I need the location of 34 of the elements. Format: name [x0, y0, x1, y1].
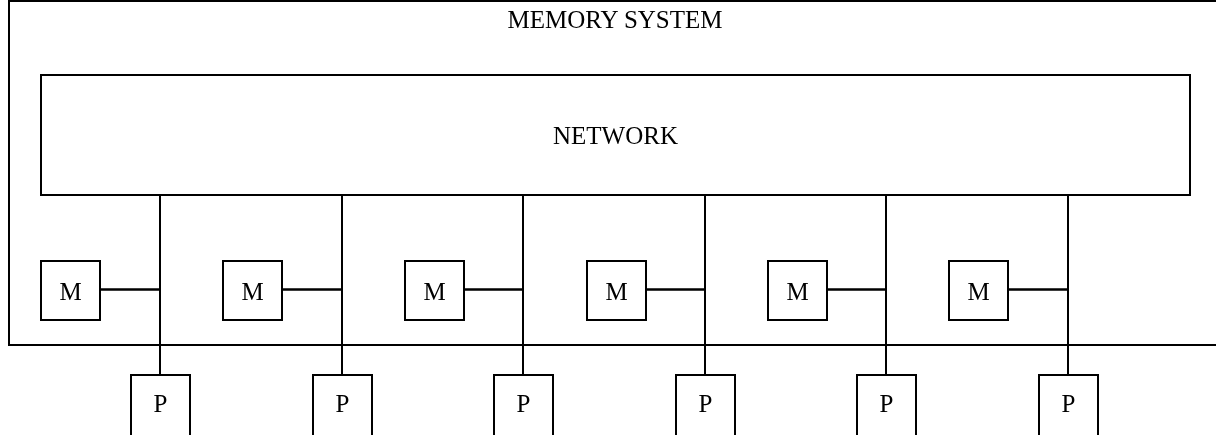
memory-module-box: [767, 260, 828, 321]
memory-module-box: [404, 260, 465, 321]
system-boundary-box: [8, 0, 1216, 346]
processor-box: [1038, 374, 1099, 435]
memory-module-box: [222, 260, 283, 321]
memory-module-box: [948, 260, 1009, 321]
box-label: M: [58, 277, 83, 306]
memory-module-box: [586, 260, 647, 321]
group-label: MEMORY SYSTEM: [506, 6, 724, 34]
connector-line: [98, 288, 161, 375]
box-label: M: [604, 277, 629, 306]
processor-box: [493, 374, 554, 435]
connector-line: [280, 288, 343, 375]
box-label: P: [697, 390, 714, 418]
connector-line: [462, 288, 524, 375]
connector-line: [825, 288, 887, 375]
connector-line: [644, 288, 706, 375]
connector-line: [1006, 288, 1069, 375]
box-label: M: [422, 277, 447, 306]
box-label: M: [240, 277, 265, 306]
box-label: M: [785, 277, 810, 306]
box-label: M: [966, 277, 991, 306]
processor-box: [856, 374, 917, 435]
memory-module-box: [40, 260, 101, 321]
network-box: [40, 74, 1191, 196]
box-label: P: [878, 390, 895, 418]
processor-box: [312, 374, 373, 435]
processor-box: [675, 374, 736, 435]
box-label: P: [515, 390, 532, 418]
box-label: NETWORK: [552, 122, 679, 150]
box-label: P: [334, 390, 351, 418]
box-label: P: [152, 390, 169, 418]
processor-box: [130, 374, 191, 435]
box-label: P: [1060, 390, 1077, 418]
